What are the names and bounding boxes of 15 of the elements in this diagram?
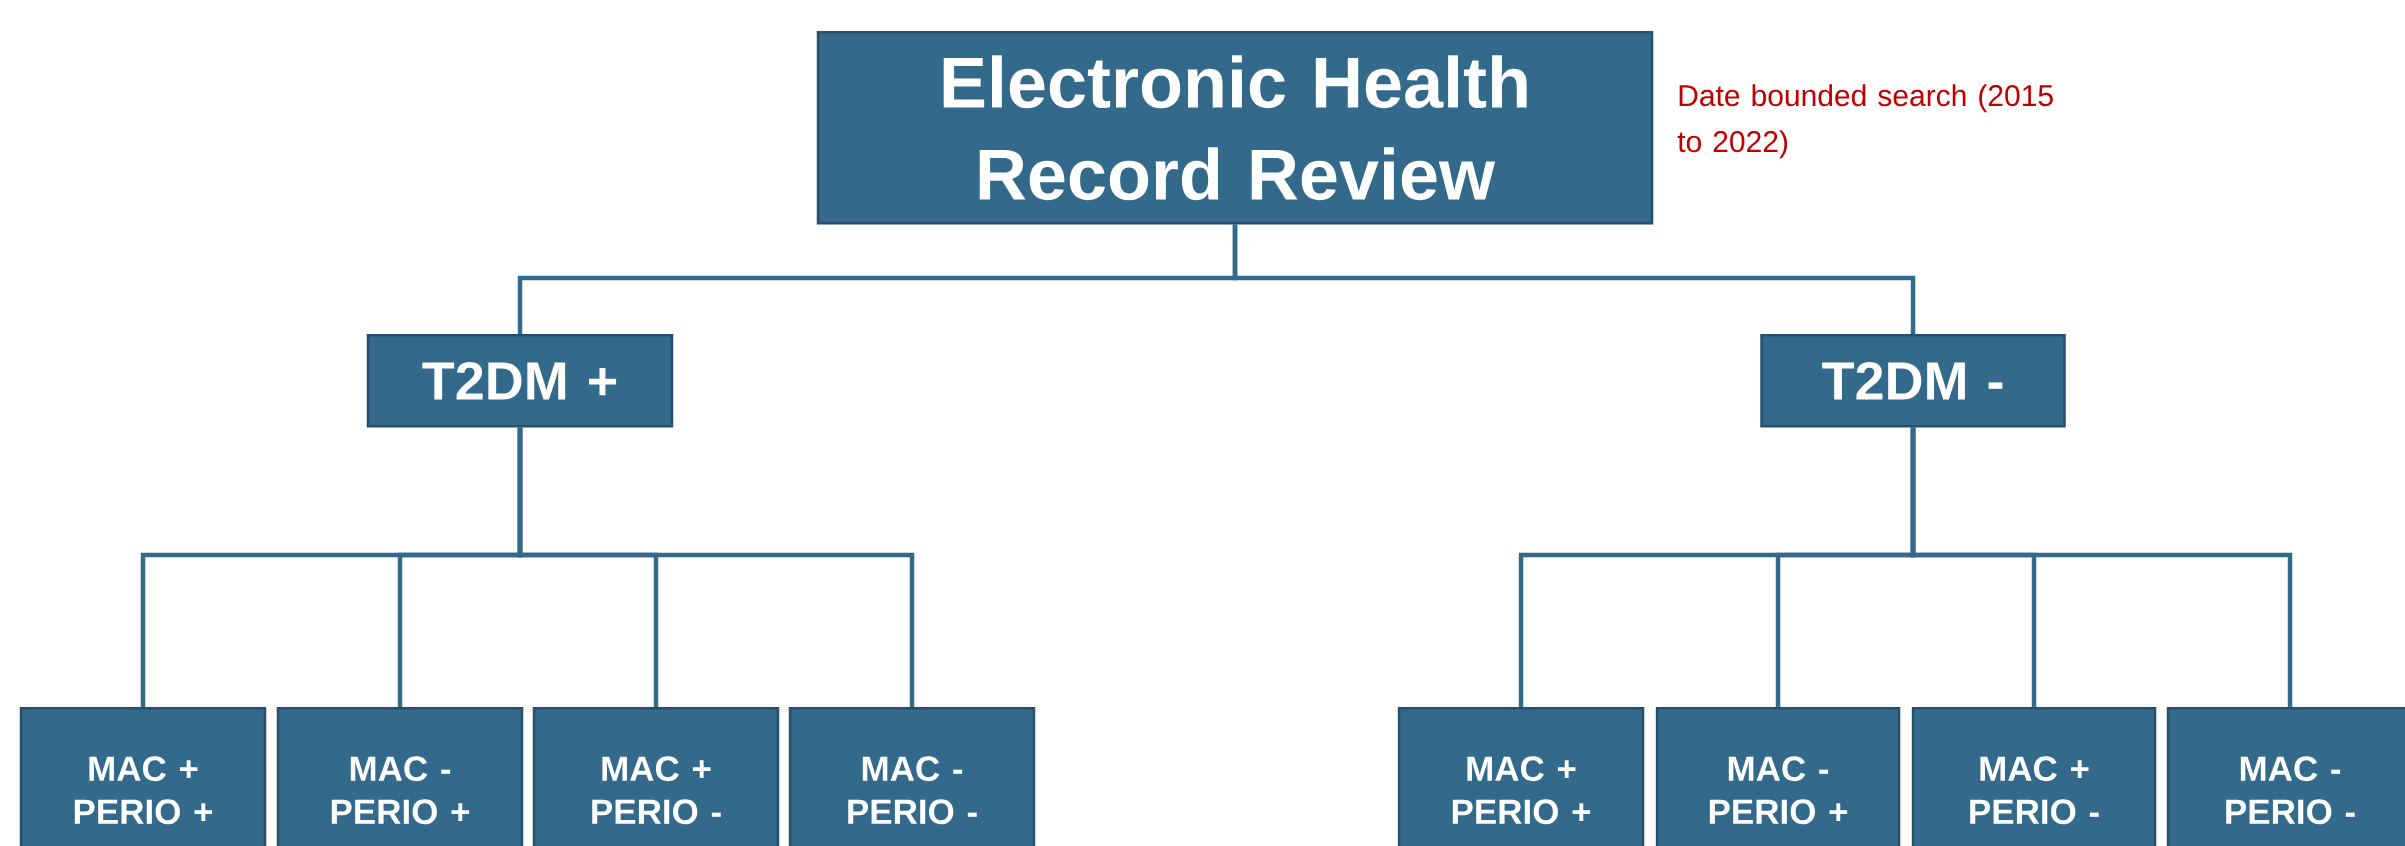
group-box: T2DM - xyxy=(1760,334,2066,428)
category-box: MAC + PERIO - xyxy=(532,707,780,846)
category-box: MAC - PERIO + xyxy=(1655,707,1901,846)
category-box: MAC - PERIO + xyxy=(276,707,524,846)
connector-line xyxy=(1910,427,2293,707)
connector-line xyxy=(517,427,915,707)
category-box: MAC + PERIO + xyxy=(19,707,267,846)
category-box: MAC - PERIO - xyxy=(788,707,1036,846)
category-box: MAC + PERIO + xyxy=(1397,707,1645,846)
note-text: Date bounded search (2015 to 2022) xyxy=(1677,84,2053,159)
group-box: T2DM + xyxy=(366,334,674,428)
category-box: MAC - PERIO - xyxy=(2166,707,2405,846)
connector-line xyxy=(1232,224,1916,334)
category-box: MAC + PERIO - xyxy=(1911,707,2157,846)
title-box: Electronic Health Record Review xyxy=(816,31,1654,225)
